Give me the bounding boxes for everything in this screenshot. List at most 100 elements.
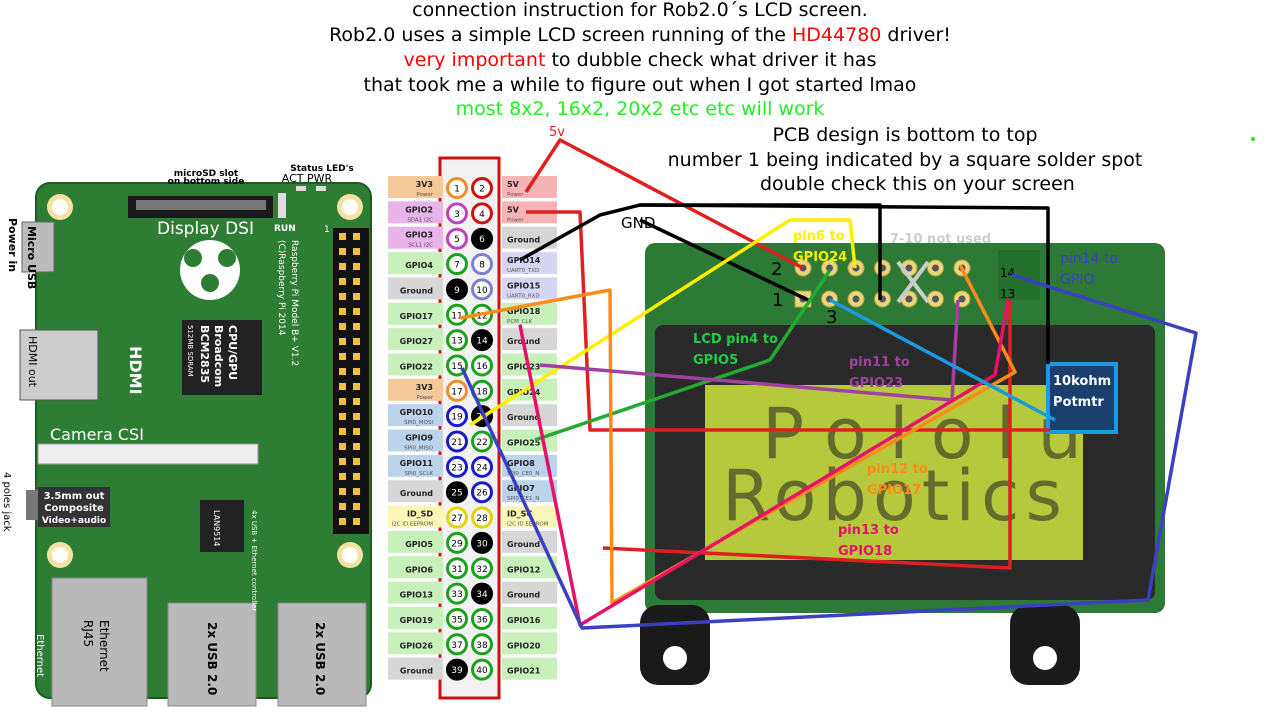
pin-name: GPIO20: [507, 641, 541, 650]
label-pin11-2: GPIO23: [849, 376, 903, 391]
pin-number: 22: [476, 438, 487, 448]
pin-name: Ground: [400, 286, 433, 295]
wire-5v-red: [524, 138, 804, 270]
pin-number: 31: [451, 565, 462, 575]
header-pin: [339, 473, 346, 480]
potentiometer: [1046, 362, 1118, 434]
wire-yellow: [469, 218, 857, 427]
lcd-pin-13-label: 13: [1000, 287, 1015, 301]
audio-label-3: Video+audio: [42, 516, 106, 526]
gpio-pin: [446, 430, 468, 453]
pin-number: 38: [476, 641, 488, 651]
pin-name: GPIO17: [400, 312, 433, 321]
camera-csi-label: Camera CSI: [50, 425, 144, 444]
wires: [459, 138, 1198, 630]
wire-orange: [459, 264, 1017, 605]
label-pin12-1: pin12 to: [867, 462, 928, 477]
pin-label-bg: [388, 277, 443, 300]
pin-sub: SPI0_MOSI: [404, 420, 433, 426]
pin-label-bg: [388, 505, 443, 528]
pin-name: GPIO26: [400, 641, 434, 650]
header-pin: [339, 413, 346, 420]
microsd-label: microSD slot: [174, 169, 239, 179]
pin-label-bg: [502, 404, 557, 427]
label-pin13-1: pin13 to: [838, 523, 899, 538]
gpio-pin: [471, 253, 493, 276]
pin-name: GPIO23: [507, 362, 540, 371]
pcb-note-3: double check this on your screen: [760, 173, 1075, 195]
pin-name: GPIO9: [405, 434, 433, 443]
warning-text: very important: [403, 49, 546, 71]
pin-number: 37: [451, 641, 462, 651]
pin-number: 39: [451, 666, 463, 676]
pin-label-bg: [388, 480, 443, 503]
audio-label-1: 3.5mm out: [44, 491, 105, 502]
audio-label-2: Composite: [44, 503, 104, 514]
pin-sub: Power: [416, 395, 433, 401]
pin-number: 8: [479, 261, 485, 271]
gpio-pin: [446, 379, 468, 402]
x-mark: [896, 260, 930, 304]
cpu-label-3: BCM2835: [198, 325, 211, 383]
pin-name: GPIO25: [507, 439, 541, 448]
gpio-pin: [471, 354, 493, 377]
run-label: RUN: [274, 224, 296, 234]
pin-number: 19: [451, 413, 463, 423]
label-lcd4-2: GPIO5: [693, 353, 738, 368]
pin-number: 4: [479, 210, 485, 220]
ethernet-side-label: Ethernet: [34, 634, 45, 677]
pin-label-bg: [388, 606, 443, 629]
pin-number: 3: [454, 210, 460, 220]
pot-label-2: Potmtr: [1053, 395, 1104, 410]
pin-name: GPIO3: [405, 231, 433, 240]
pin-sub: SCL1 I2C: [408, 243, 433, 249]
gpio-pin: [471, 455, 493, 478]
pin-sub: PCM_CLK: [507, 319, 533, 325]
pin-number: 14: [476, 337, 488, 347]
title-line-4: that took me a while to figure out when …: [363, 74, 917, 96]
status-led-label: Status LED's: [290, 164, 354, 174]
rj45-label: RJ45: [81, 620, 95, 647]
pcb-note-1: PCB design is bottom to top: [772, 124, 1038, 146]
lcd-pin-3-label: 3: [826, 307, 837, 328]
gpio-pin: [446, 557, 468, 580]
gpio-pin: [471, 177, 493, 199]
pin-name: GPIO8: [507, 459, 535, 468]
pin-number: 6: [479, 235, 485, 245]
gpio-pin: [446, 481, 468, 504]
driver-name: HD44780: [792, 24, 882, 46]
lcd-pad-hole: [932, 264, 939, 272]
pin-number: 25: [451, 489, 462, 499]
gpio-pin: [446, 303, 468, 326]
pin-sub: SPI0_MISO: [404, 446, 434, 452]
pin-label-bg: [388, 226, 443, 249]
pin-label-bg: [502, 581, 557, 604]
wire-5v-red-3: [602, 300, 1012, 570]
pin-name: GPIO11: [400, 459, 434, 468]
pin-label-bg: [502, 277, 557, 300]
header-pin: [353, 308, 360, 315]
pin-label-bg: [388, 632, 443, 655]
pin-number: 35: [451, 615, 462, 625]
pin-name: 3V3: [416, 383, 433, 392]
gpio-pin: [446, 658, 468, 681]
header-pin: [339, 293, 346, 300]
hdmi-label: HDMI: [126, 346, 145, 395]
pin-number: 15: [451, 362, 462, 372]
gpio-pin: [471, 202, 493, 225]
header-pin: [339, 518, 346, 525]
pin-name: Ground: [400, 489, 433, 498]
header-pin: [353, 368, 360, 375]
micro-usb-label: Micro USB: [25, 226, 38, 289]
title-line-2a: Rob2.0 uses a simple LCD screen running …: [329, 24, 793, 46]
lan-controller-label: 4x USB + Ethernet controller: [250, 510, 258, 611]
header-pin: [353, 518, 360, 525]
usb-a-label: 2x USB 2.0: [205, 622, 219, 695]
pin-number: 34: [476, 590, 488, 600]
pin-name: GPIO18: [507, 307, 541, 316]
pin-name: GPIO22: [400, 362, 433, 371]
gpio-pin: [446, 202, 468, 225]
pin-label-bg: [502, 328, 557, 351]
pin-number: 12: [476, 311, 487, 321]
pin-name: GPIO21: [507, 667, 541, 676]
